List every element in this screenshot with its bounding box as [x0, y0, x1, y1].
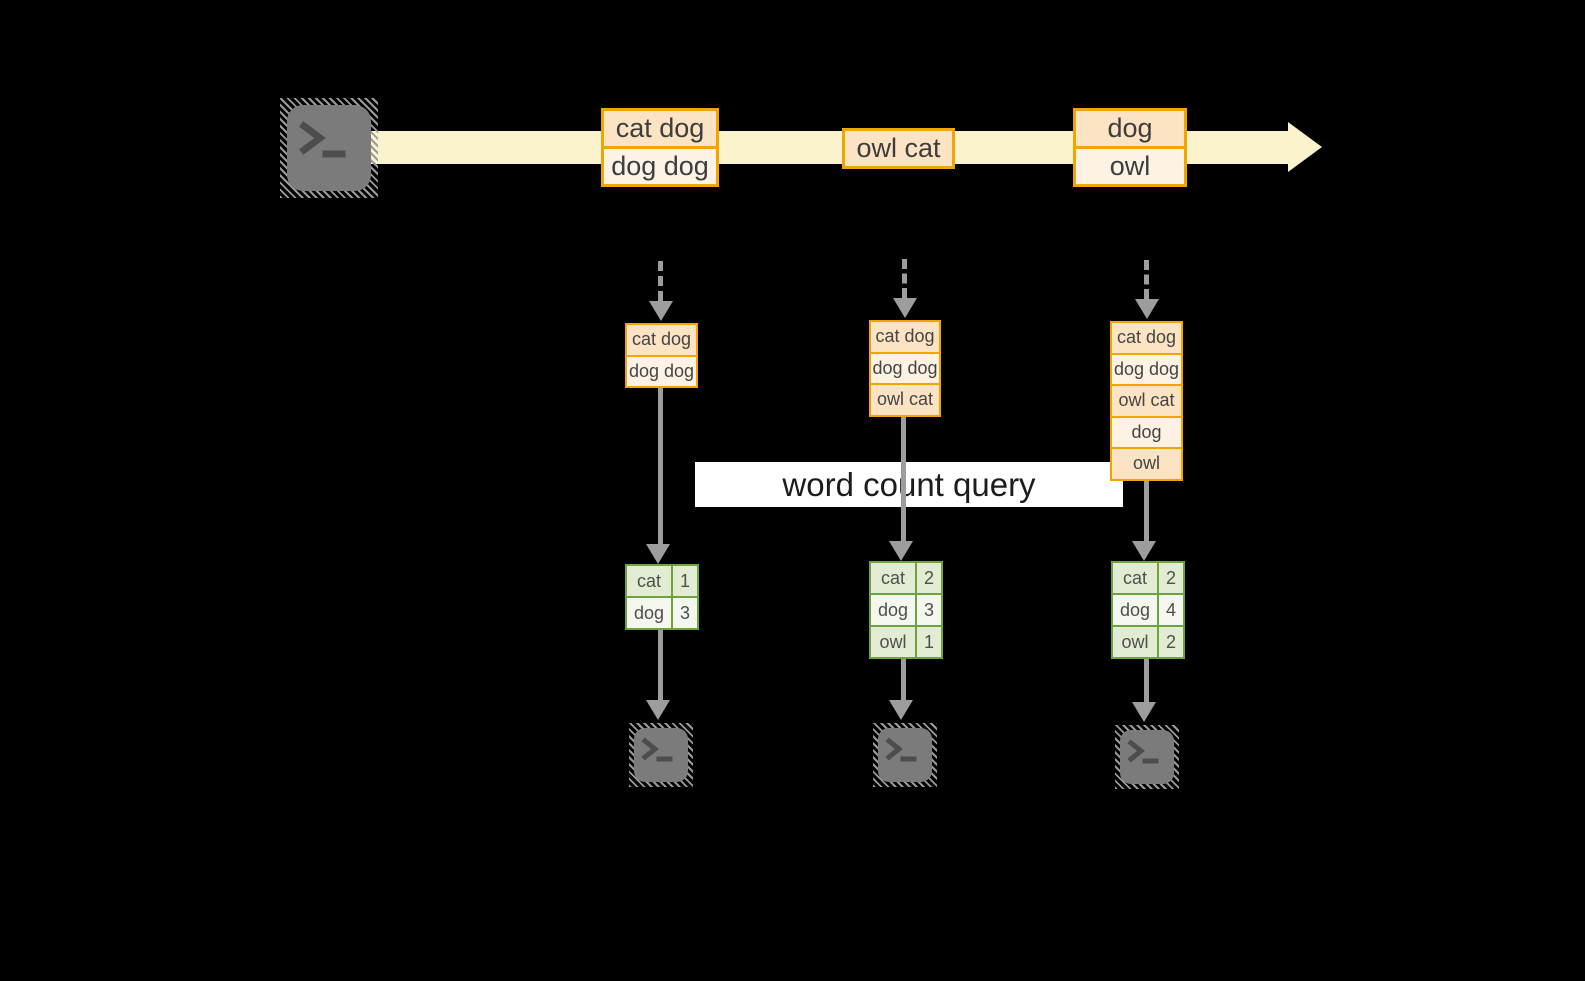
result-arrow-3: [1144, 659, 1149, 704]
count-cell: 1: [915, 627, 941, 657]
stream-batch-2: owl cat: [842, 128, 955, 169]
stream-batch-3: dog owl: [1073, 108, 1187, 187]
result-table-3: cat 2 dog 4 owl 2: [1111, 561, 1185, 659]
word-cell: cat: [1113, 563, 1157, 593]
word-cell: owl: [1113, 627, 1157, 657]
trigger-arrowhead-3: [1135, 299, 1159, 319]
word-cell: owl: [871, 627, 915, 657]
input-row: owl cat: [871, 383, 939, 415]
query-arrow-1: [658, 387, 663, 546]
trigger-arrow-2: [902, 259, 907, 298]
count-cell: 3: [671, 598, 697, 628]
terminal-body: [1120, 730, 1174, 784]
query-arrowhead-3: [1132, 541, 1156, 561]
result-row: cat 1: [627, 566, 697, 596]
terminal-body: [634, 728, 688, 782]
query-arrowhead-2: [889, 541, 913, 561]
stream-record: owl cat: [845, 131, 952, 166]
stream-arrowhead: [1288, 122, 1322, 172]
result-arrow-1: [658, 630, 663, 702]
result-row: dog 3: [627, 596, 697, 628]
result-arrow-2: [901, 659, 906, 702]
input-row: cat dog: [871, 322, 939, 352]
trigger-arrow-3: [1144, 260, 1149, 299]
result-row: owl 1: [871, 625, 941, 657]
word-cell: dog: [1113, 595, 1157, 625]
query-label-text: word count query: [782, 465, 1036, 503]
query-arrow-2: [901, 417, 906, 543]
result-table-2: cat 2 dog 3 owl 1: [869, 561, 943, 659]
terminal-prompt-icon: [641, 737, 673, 762]
terminal-prompt-icon: [885, 737, 917, 762]
count-cell: 2: [1157, 627, 1183, 657]
input-row: owl cat: [1112, 384, 1181, 416]
output-terminal-1: [629, 723, 693, 787]
input-row: cat dog: [1112, 323, 1181, 353]
trigger-arrow-1: [658, 261, 663, 301]
count-cell: 1: [671, 566, 697, 596]
input-row: dog dog: [1112, 352, 1181, 384]
query-label: word count query: [695, 462, 1123, 507]
result-arrowhead-2: [889, 700, 913, 720]
result-row: cat 2: [871, 563, 941, 593]
stream-record: dog dog: [604, 146, 716, 184]
word-cell: dog: [871, 595, 915, 625]
query-arrow-3: [1144, 479, 1149, 543]
output-terminal-3: [1115, 725, 1179, 789]
result-row: owl 2: [1113, 625, 1183, 657]
result-arrowhead-1: [646, 700, 670, 720]
terminal-prompt-icon: [1127, 739, 1159, 764]
result-table-1: cat 1 dog 3: [625, 564, 699, 630]
query-arrowhead-1: [646, 544, 670, 564]
word-cell: cat: [871, 563, 915, 593]
result-row: cat 2: [1113, 563, 1183, 593]
word-cell: cat: [627, 566, 671, 596]
result-arrowhead-3: [1132, 702, 1156, 722]
input-row: cat dog: [627, 325, 696, 355]
input-row: dog: [1112, 415, 1181, 447]
output-terminal-2: [873, 723, 937, 787]
trigger-arrowhead-1: [649, 301, 673, 321]
terminal-prompt-icon: [299, 121, 346, 158]
result-row: dog 4: [1113, 593, 1183, 625]
count-cell: 2: [915, 563, 941, 593]
stream-record: owl: [1076, 146, 1184, 184]
count-cell: 3: [915, 595, 941, 625]
input-table-1: cat dog dog dog: [625, 323, 698, 388]
stream-batch-1: cat dog dog dog: [601, 108, 719, 187]
stream-record: dog: [1076, 111, 1184, 146]
input-row: dog dog: [871, 351, 939, 383]
input-table-3: cat dog dog dog owl cat dog owl: [1110, 321, 1183, 481]
input-terminal: [280, 98, 378, 198]
terminal-body: [878, 728, 932, 782]
count-cell: 2: [1157, 563, 1183, 593]
input-table-2: cat dog dog dog owl cat: [869, 320, 941, 417]
result-row: dog 3: [871, 593, 941, 625]
count-cell: 4: [1157, 595, 1183, 625]
trigger-arrowhead-2: [893, 298, 917, 318]
stream-record: cat dog: [604, 111, 716, 146]
input-row: dog dog: [627, 354, 696, 386]
input-row: owl: [1112, 447, 1181, 479]
word-cell: dog: [627, 598, 671, 628]
